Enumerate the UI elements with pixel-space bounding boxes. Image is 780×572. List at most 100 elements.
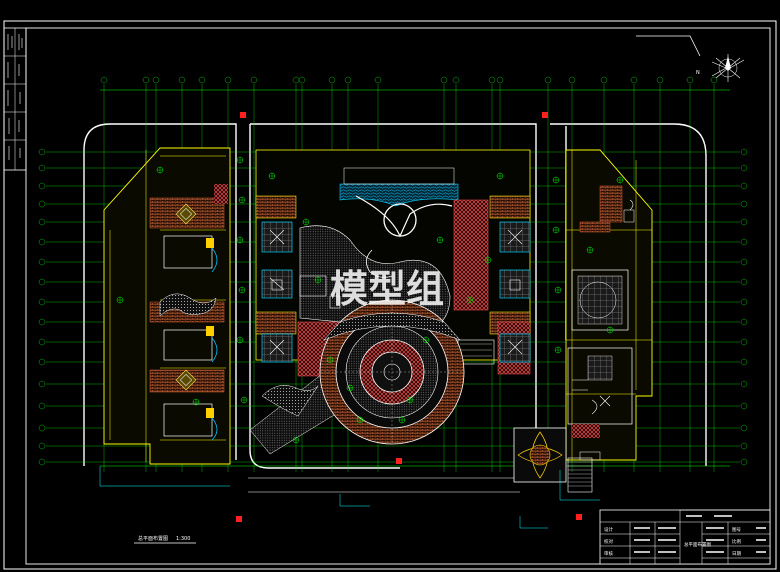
axis-bubble-icon bbox=[544, 76, 552, 84]
axis-bubble-icon bbox=[740, 424, 748, 432]
axis-bubble-icon bbox=[38, 258, 46, 266]
tree-icon bbox=[552, 226, 560, 234]
right-wing-building bbox=[565, 149, 653, 461]
tree-icon bbox=[156, 166, 164, 174]
axis-bubble-icon bbox=[740, 298, 748, 306]
axis-bubble-icon bbox=[38, 380, 46, 388]
tree-icon bbox=[484, 256, 492, 264]
axis-bubble-icon bbox=[298, 76, 306, 84]
axis-bubble-icon bbox=[178, 76, 186, 84]
plan-scale: 1:300 bbox=[176, 536, 190, 542]
axis-bubble-icon bbox=[38, 182, 46, 190]
axis-bubble-icon bbox=[740, 258, 748, 266]
drawing-frame bbox=[25, 27, 771, 565]
tree-icon bbox=[240, 396, 248, 404]
dimension-lines bbox=[99, 466, 600, 529]
axis-bubble-icon bbox=[740, 182, 748, 190]
plan-title: 总平面布置图 bbox=[138, 535, 168, 542]
axis-bubble-icon bbox=[38, 148, 46, 156]
axis-bubble-icon bbox=[740, 278, 748, 286]
axis-bubble-icon bbox=[344, 76, 352, 84]
axis-bubble-icon bbox=[328, 76, 336, 84]
tree-icon bbox=[552, 176, 560, 184]
axis-bubble-icon bbox=[740, 200, 748, 208]
tree-icon bbox=[496, 172, 504, 180]
axis-bubble-icon bbox=[740, 318, 748, 326]
axis-bubble-icon bbox=[686, 76, 694, 84]
axis-bubble-icon bbox=[740, 218, 748, 226]
axis-bubble-icon bbox=[488, 76, 496, 84]
tree-icon bbox=[406, 396, 414, 404]
title-block: 总平面布置图 设计 校对 审核 图号 比例 日期 bbox=[599, 509, 771, 565]
axis-bubble-icon bbox=[198, 76, 206, 84]
left-wing-building bbox=[103, 147, 231, 465]
north-label: N bbox=[696, 70, 700, 76]
title-cell-3: 图号 bbox=[732, 527, 741, 533]
tree-icon bbox=[314, 276, 322, 284]
axis-bubble-icon bbox=[38, 218, 46, 226]
road-markers bbox=[236, 112, 582, 522]
axis-bubble-icon bbox=[38, 298, 46, 306]
tree-icon bbox=[302, 218, 310, 226]
axis-bubble-icon bbox=[152, 76, 160, 84]
axis-bubble-icon bbox=[740, 164, 748, 172]
axis-bubble-icon bbox=[38, 442, 46, 450]
axis-bubble-icon bbox=[224, 76, 232, 84]
outer-frame bbox=[3, 20, 777, 570]
tree-icon bbox=[616, 176, 624, 184]
axis-bubble-icon bbox=[38, 164, 46, 172]
north-arrow-icon: N bbox=[696, 54, 745, 82]
axis-bubble-icon bbox=[710, 76, 718, 84]
binding-strip bbox=[3, 27, 27, 171]
tree-icon bbox=[346, 384, 354, 392]
tree-icon bbox=[356, 416, 364, 424]
title-cell-4: 比例 bbox=[732, 538, 741, 545]
axis-bubble-icon bbox=[38, 402, 46, 410]
axis-bubble-icon bbox=[600, 76, 608, 84]
title-cell-0: 设计 bbox=[604, 526, 613, 533]
axis-bubble-icon bbox=[38, 458, 46, 466]
tree-icon bbox=[116, 296, 124, 304]
tree-icon bbox=[192, 398, 200, 406]
axis-bubble-icon bbox=[292, 76, 300, 84]
title-cell-1: 校对 bbox=[604, 538, 613, 545]
axis-bubble-icon bbox=[38, 424, 46, 432]
site-boundary bbox=[83, 35, 707, 493]
title-block-drawing-name: 总平面布置图 bbox=[684, 541, 711, 548]
tree-icon bbox=[466, 296, 474, 304]
axis-bubble-icon bbox=[374, 76, 382, 84]
axis-bubble-icon bbox=[740, 442, 748, 450]
tree-icon bbox=[586, 246, 594, 254]
title-cell-2: 审核 bbox=[604, 550, 613, 557]
watermark-text: 模型组 bbox=[330, 267, 444, 311]
axis-bubble-icon bbox=[38, 358, 46, 366]
axis-bubble-icon bbox=[100, 76, 108, 84]
tree-icon bbox=[554, 286, 562, 294]
tree-icon bbox=[236, 336, 244, 344]
axis-bubble-icon bbox=[656, 76, 664, 84]
tree-icon bbox=[422, 336, 430, 344]
axis-bubble-icon bbox=[496, 76, 504, 84]
tree-icon bbox=[238, 196, 246, 204]
axis-bubble-icon bbox=[38, 338, 46, 346]
axis-bubble-icon bbox=[38, 318, 46, 326]
tree-icon bbox=[398, 416, 406, 424]
axis-bubble-icon bbox=[740, 338, 748, 346]
axis-bubble-icon bbox=[38, 200, 46, 208]
tree-icon bbox=[268, 172, 276, 180]
axis-bubble-icon bbox=[452, 76, 460, 84]
axis-bubble-icon bbox=[38, 278, 46, 286]
axis-bubble-icon bbox=[38, 238, 46, 246]
circular-plaza bbox=[249, 299, 465, 455]
axis-bubble-icon bbox=[440, 76, 448, 84]
plan-title-group: 总平面布置图 1:300 bbox=[134, 535, 196, 544]
tree-icon bbox=[236, 236, 244, 244]
entrance-pavilion bbox=[513, 427, 601, 493]
axis-bubble-icon bbox=[740, 458, 748, 466]
tree-icon bbox=[326, 356, 334, 364]
tree-icon bbox=[436, 236, 444, 244]
axis-bubble-icon bbox=[142, 76, 150, 84]
axis-bubble-icon bbox=[740, 238, 748, 246]
axis-bubble-icon bbox=[740, 402, 748, 410]
